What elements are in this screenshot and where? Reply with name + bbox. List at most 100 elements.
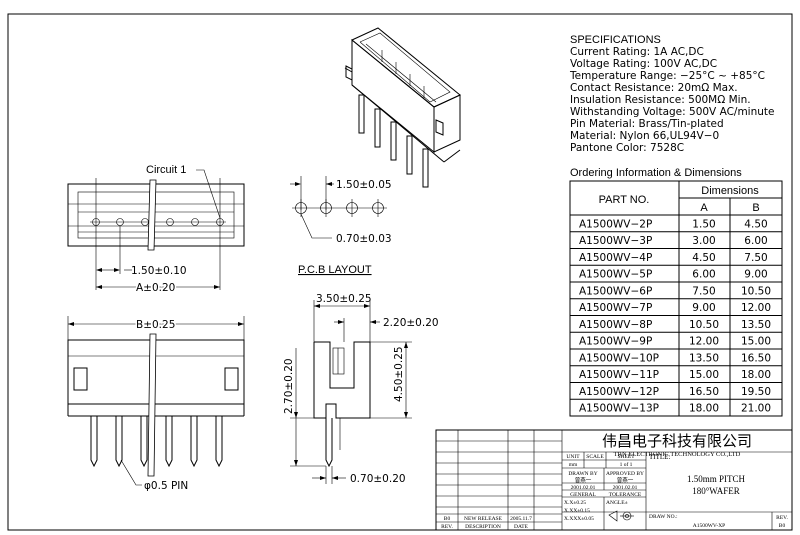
part-no-cell: A1500WV−2P bbox=[579, 218, 652, 230]
part-no-cell: A1500WV−6P bbox=[579, 285, 652, 297]
dim-a-cell: 1.50 bbox=[692, 218, 715, 230]
drawn-by-value: 曾燕一 bbox=[575, 476, 592, 484]
pin-diameter-label: φ0.5 PIN bbox=[144, 480, 188, 492]
dim-a-cell: 12.00 bbox=[689, 336, 719, 348]
unit-value: mm bbox=[569, 462, 578, 468]
rev-label: REV. bbox=[776, 515, 788, 521]
dim-b-cell: 4.50 bbox=[744, 218, 767, 230]
side-pin-width-dim: 0.70±0.20 bbox=[350, 473, 406, 485]
side-width-dim: 3.50±0.25 bbox=[316, 293, 372, 305]
pcb-layout: 1.50±0.05 0.70±0.03 P.C.B LAYOUT bbox=[290, 176, 392, 276]
sheet-value: 1 of 1 bbox=[620, 461, 633, 468]
company-name-en: TRN ELECTRONIC TECHNOLOGY CO.,LTD bbox=[614, 451, 741, 458]
pcb-hole-dim: 0.70±0.03 bbox=[336, 233, 392, 245]
projection-symbol-icon bbox=[608, 510, 634, 522]
sheet-label: SHEET bbox=[617, 454, 635, 460]
part-no-cell: A1500WV−3P bbox=[579, 235, 652, 247]
draw-no-value: A1500WV-XP bbox=[693, 523, 726, 529]
col-a: A bbox=[700, 202, 708, 214]
top-pitch-dim: 1.50±0.10 bbox=[131, 265, 187, 277]
spec-line: Contact Resistance: 20mΩ Max. bbox=[570, 82, 738, 94]
drawn-date: 2001.02.01 bbox=[571, 485, 596, 491]
specifications-block: SPECIFICATIONS Current Rating: 1A AC,DC … bbox=[569, 34, 774, 154]
pcb-pitch-dim: 1.50±0.05 bbox=[336, 179, 392, 191]
tolerance-1: X.X±0.25 bbox=[564, 500, 586, 506]
front-b-dim: B±0.25 bbox=[136, 319, 175, 331]
dim-b-cell: 21.00 bbox=[741, 403, 771, 415]
dim-b-cell: 19.50 bbox=[741, 386, 771, 398]
approved-date: 2001.02.01 bbox=[613, 485, 638, 491]
tolerance-label: TOLERANCE bbox=[609, 492, 642, 498]
front-view: B±0.25 φ0.5 PIN bbox=[67, 316, 245, 492]
dim-a-cell: 13.50 bbox=[689, 352, 719, 364]
spec-line: Pantone Color: 7528C bbox=[570, 142, 684, 154]
spec-line: Material: Nylon 66,UL94V−0 bbox=[570, 130, 719, 142]
part-no-cell: A1500WV−7P bbox=[579, 302, 652, 314]
rev-row-rev: B0 bbox=[444, 516, 451, 522]
top-view: Circuit 1 1.50±0.10 A±0.20 bbox=[67, 164, 245, 296]
part-no-cell: A1500WV−11P bbox=[579, 369, 659, 381]
title-block: 伟昌电子科技有限公司 TRN ELECTRONIC TECHNOLOGY CO.… bbox=[435, 429, 793, 531]
ordering-heading: Ordering Information & Dimensions bbox=[570, 167, 742, 179]
part-no-cell: A1500WV−4P bbox=[579, 252, 652, 264]
part-no-cell: A1500WV−13P bbox=[579, 403, 659, 415]
dim-a-cell: 18.00 bbox=[689, 403, 719, 415]
dim-b-cell: 12.00 bbox=[741, 302, 771, 314]
spec-line: Pin Material: Brass/Tin-plated bbox=[570, 118, 724, 130]
dim-a-cell: 7.50 bbox=[692, 285, 715, 297]
dim-a-cell: 3.00 bbox=[692, 235, 715, 247]
title-line-1: 1.50mm PITCH bbox=[687, 474, 746, 484]
side-view: 3.50±0.25 2.20±0.20 4.50±0.25 2.70±0.20 … bbox=[283, 293, 439, 485]
col-dimensions: Dimensions bbox=[701, 185, 759, 197]
col-b: B bbox=[752, 202, 759, 214]
angle-label: ANGLE± bbox=[606, 500, 628, 506]
isometric-view bbox=[344, 27, 461, 188]
dim-b-cell: 6.00 bbox=[744, 235, 767, 247]
spec-line: Current Rating: 1A AC,DC bbox=[570, 46, 704, 58]
dim-a-cell: 4.50 bbox=[692, 252, 715, 264]
tolerance-3: X.XXX±0.05 bbox=[564, 516, 594, 522]
spec-line: Voltage Rating: 100V AC,DC bbox=[570, 58, 717, 70]
dim-b-cell: 10.50 bbox=[741, 285, 771, 297]
part-no-cell: A1500WV−8P bbox=[579, 319, 652, 331]
approved-by-label: APPROVED BY bbox=[606, 471, 644, 477]
tolerance-2: X.XX±0.15 bbox=[564, 508, 590, 514]
general-label: GENERAL bbox=[570, 492, 596, 498]
side-height-dim: 4.50±0.25 bbox=[393, 346, 405, 402]
rev-row-date: 2005.11.7 bbox=[510, 516, 532, 522]
side-pin-length-dim: 2.70±0.20 bbox=[283, 358, 295, 414]
specifications-heading: SPECIFICATIONS bbox=[570, 34, 661, 46]
dim-a-cell: 15.00 bbox=[689, 369, 719, 381]
top-a-dim: A±0.20 bbox=[136, 282, 175, 294]
sheet-border bbox=[7, 13, 793, 531]
company-name-cn: 伟昌电子科技有限公司 bbox=[602, 433, 752, 450]
description-header: DESCRIPTION bbox=[465, 524, 501, 530]
title-label: TITLE: bbox=[649, 453, 670, 461]
date-header: DATE bbox=[514, 524, 529, 530]
dim-b-cell: 7.50 bbox=[744, 252, 767, 264]
side-top-dim: 2.20±0.20 bbox=[383, 317, 439, 329]
dim-b-cell: 15.00 bbox=[741, 336, 771, 348]
spec-line: Temperature Range: −25°C ~ +85°C bbox=[569, 70, 765, 82]
part-no-cell: A1500WV−12P bbox=[579, 386, 659, 398]
draw-no-label: DRAW NO.: bbox=[649, 514, 678, 520]
part-no-cell: A1500WV−5P bbox=[579, 269, 652, 281]
dim-a-cell: 10.50 bbox=[689, 319, 719, 331]
dim-b-cell: 9.00 bbox=[744, 269, 767, 281]
title-line-2: 180°WAFER bbox=[692, 486, 740, 496]
rev-row-description: NEW RELEASE bbox=[464, 516, 503, 522]
approved-by-value: 曾燕一 bbox=[617, 476, 634, 484]
pcb-layout-title: P.C.B LAYOUT bbox=[298, 264, 372, 276]
ordering-table: Ordering Information & Dimensions PART N… bbox=[569, 167, 783, 417]
spec-line: Withstanding Voltage: 500V AC/minute bbox=[570, 106, 774, 118]
dim-a-cell: 9.00 bbox=[692, 302, 715, 314]
dim-b-cell: 18.00 bbox=[741, 369, 771, 381]
drawn-by-label: DRAWN BY bbox=[568, 471, 597, 477]
dim-b-cell: 16.50 bbox=[741, 352, 771, 364]
dim-a-cell: 16.50 bbox=[689, 386, 719, 398]
part-no-cell: A1500WV−10P bbox=[579, 352, 659, 364]
col-part-no: PART NO. bbox=[599, 194, 650, 206]
rev-value: B0 bbox=[779, 523, 786, 529]
part-no-cell: A1500WV−9P bbox=[579, 336, 652, 348]
